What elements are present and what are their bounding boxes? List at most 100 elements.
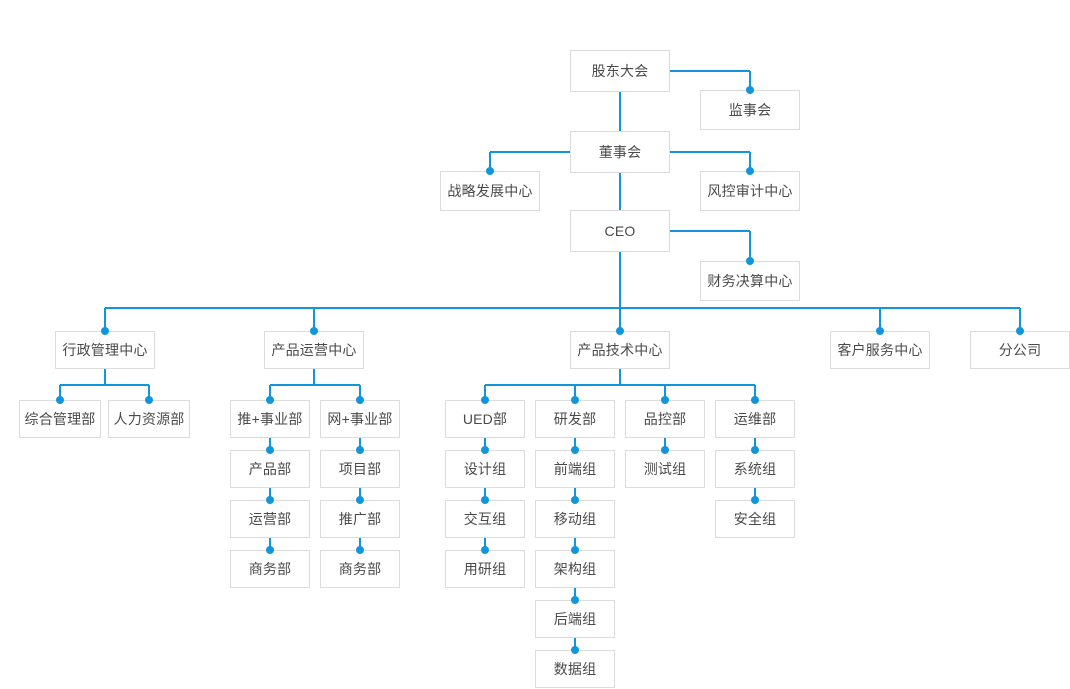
org-node-n30[interactable]: 架构组 bbox=[535, 550, 615, 588]
org-node-n20[interactable]: 项目部 bbox=[320, 450, 400, 488]
org-node-n19[interactable]: 网+事业部 bbox=[320, 400, 400, 438]
org-node-label: 架构组 bbox=[553, 561, 597, 577]
org-node-n35[interactable]: 运维部 bbox=[715, 400, 795, 438]
org-node-n21[interactable]: 推广部 bbox=[320, 500, 400, 538]
connector-dot bbox=[356, 546, 364, 554]
connector-dot-n12 bbox=[1016, 327, 1024, 335]
connector-dot-n9 bbox=[310, 327, 318, 335]
connector-dot-n8 bbox=[101, 327, 109, 335]
org-node-n34[interactable]: 测试组 bbox=[625, 450, 705, 488]
org-node-label: 研发部 bbox=[553, 411, 597, 427]
org-node-n24[interactable]: 设计组 bbox=[445, 450, 525, 488]
org-node-n6[interactable]: CEO bbox=[570, 210, 670, 252]
org-node-n22[interactable]: 商务部 bbox=[320, 550, 400, 588]
connector-dot bbox=[751, 446, 759, 454]
org-node-label: 监事会 bbox=[728, 102, 772, 118]
org-node-label: 设计组 bbox=[463, 461, 507, 477]
connector-dot-n19 bbox=[356, 396, 364, 404]
org-node-n32[interactable]: 数据组 bbox=[535, 650, 615, 688]
org-node-n13[interactable]: 综合管理部 bbox=[19, 400, 101, 438]
org-node-label: 产品技术中心 bbox=[577, 342, 663, 358]
org-node-label: 系统组 bbox=[733, 461, 777, 477]
org-node-label: 推广部 bbox=[338, 511, 382, 527]
org-node-label: 交互组 bbox=[463, 511, 507, 527]
connector-dot-n2 bbox=[746, 86, 754, 94]
connector-dot-n33 bbox=[661, 396, 669, 404]
org-node-n11[interactable]: 客户服务中心 bbox=[830, 331, 930, 369]
org-node-n2[interactable]: 监事会 bbox=[700, 90, 800, 130]
org-node-label: 财务决算中心 bbox=[707, 273, 793, 289]
org-node-label: 网+事业部 bbox=[327, 411, 393, 427]
connector-dot bbox=[571, 646, 579, 654]
org-node-label: 前端组 bbox=[553, 461, 597, 477]
connector-dot-n5 bbox=[746, 167, 754, 175]
org-node-n4[interactable]: 战略发展中心 bbox=[440, 171, 540, 211]
connector-dot bbox=[266, 546, 274, 554]
org-node-label: 战略发展中心 bbox=[447, 183, 533, 199]
org-node-n10[interactable]: 产品技术中心 bbox=[570, 331, 670, 369]
connector-dot bbox=[751, 496, 759, 504]
org-node-label: 产品部 bbox=[248, 461, 292, 477]
org-node-n37[interactable]: 安全组 bbox=[715, 500, 795, 538]
org-node-label: 运营部 bbox=[248, 511, 292, 527]
org-node-label: CEO bbox=[604, 223, 636, 239]
org-node-label: 数据组 bbox=[553, 661, 597, 677]
connector-dot bbox=[356, 446, 364, 454]
org-node-n8[interactable]: 行政管理中心 bbox=[55, 331, 155, 369]
org-node-label: UED部 bbox=[462, 411, 508, 427]
org-node-n26[interactable]: 用研组 bbox=[445, 550, 525, 588]
org-node-label: 股东大会 bbox=[591, 63, 649, 79]
org-node-label: 安全组 bbox=[733, 511, 777, 527]
org-node-n23[interactable]: UED部 bbox=[445, 400, 525, 438]
org-node-n15[interactable]: 推+事业部 bbox=[230, 400, 310, 438]
connector-dot-n4 bbox=[486, 167, 494, 175]
connector-dot bbox=[571, 596, 579, 604]
org-node-label: 移动组 bbox=[553, 511, 597, 527]
org-node-label: 推+事业部 bbox=[237, 411, 303, 427]
connector-dot-n11 bbox=[876, 327, 884, 335]
org-node-n7[interactable]: 财务决算中心 bbox=[700, 261, 800, 301]
org-node-n29[interactable]: 移动组 bbox=[535, 500, 615, 538]
connector-dot-n27 bbox=[571, 396, 579, 404]
org-node-label: 综合管理部 bbox=[24, 411, 96, 427]
org-node-n18[interactable]: 商务部 bbox=[230, 550, 310, 588]
connector-dot bbox=[661, 446, 669, 454]
org-node-label: 后端组 bbox=[553, 611, 597, 627]
org-node-n31[interactable]: 后端组 bbox=[535, 600, 615, 638]
connector-dot bbox=[266, 496, 274, 504]
org-node-label: 测试组 bbox=[643, 461, 687, 477]
org-node-n9[interactable]: 产品运营中心 bbox=[264, 331, 364, 369]
connector-dot bbox=[571, 546, 579, 554]
connector-dot-n14 bbox=[145, 396, 153, 404]
org-node-label: 人力资源部 bbox=[113, 411, 185, 427]
org-node-n28[interactable]: 前端组 bbox=[535, 450, 615, 488]
org-node-label: 董事会 bbox=[598, 144, 642, 160]
org-node-n5[interactable]: 风控审计中心 bbox=[700, 171, 800, 211]
connector-dot bbox=[266, 446, 274, 454]
org-node-label: 运维部 bbox=[733, 411, 777, 427]
org-node-n14[interactable]: 人力资源部 bbox=[108, 400, 190, 438]
connector-dot-n7 bbox=[746, 257, 754, 265]
org-node-n3[interactable]: 董事会 bbox=[570, 131, 670, 173]
org-node-label: 品控部 bbox=[643, 411, 687, 427]
org-node-label: 用研组 bbox=[463, 561, 507, 577]
org-node-label: 行政管理中心 bbox=[62, 342, 148, 358]
org-node-n17[interactable]: 运营部 bbox=[230, 500, 310, 538]
org-node-n27[interactable]: 研发部 bbox=[535, 400, 615, 438]
org-node-label: 客户服务中心 bbox=[837, 342, 923, 358]
connector-dot bbox=[571, 446, 579, 454]
connector-dot-n23 bbox=[481, 396, 489, 404]
org-node-n16[interactable]: 产品部 bbox=[230, 450, 310, 488]
org-node-n36[interactable]: 系统组 bbox=[715, 450, 795, 488]
connector-dot-n15 bbox=[266, 396, 274, 404]
org-node-label: 商务部 bbox=[248, 561, 292, 577]
connector-dot bbox=[481, 546, 489, 554]
connector-dot bbox=[571, 496, 579, 504]
connector-dot bbox=[481, 496, 489, 504]
connector-dot-n10 bbox=[616, 327, 624, 335]
org-node-n25[interactable]: 交互组 bbox=[445, 500, 525, 538]
org-node-n33[interactable]: 品控部 bbox=[625, 400, 705, 438]
org-node-n1[interactable]: 股东大会 bbox=[570, 50, 670, 92]
org-node-n12[interactable]: 分公司 bbox=[970, 331, 1070, 369]
